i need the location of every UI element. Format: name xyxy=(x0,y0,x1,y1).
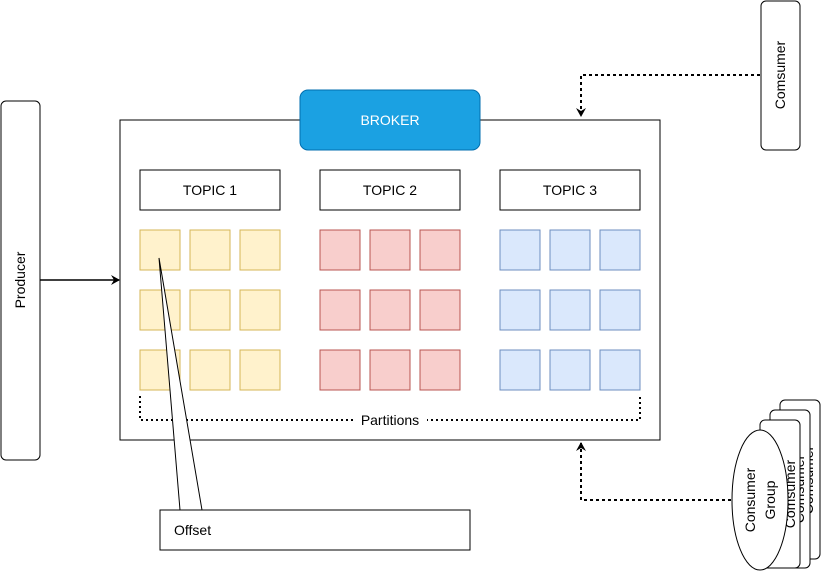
partition-topic-2-r3-c2 xyxy=(369,349,411,391)
partition-topic-3-r3-c2 xyxy=(549,349,591,391)
topic-2-label: TOPIC 2 xyxy=(363,182,417,198)
consumer-node: Comsumer xyxy=(760,0,801,151)
consumer-group-label-line2: Group xyxy=(762,480,778,519)
partition-grid xyxy=(139,229,641,391)
topic-header-1: TOPIC 1 xyxy=(139,169,281,211)
consumer-arrow xyxy=(576,74,760,117)
partition-topic-2-r3-c3 xyxy=(419,349,461,391)
partition-topic-3-r2-c1 xyxy=(499,289,541,331)
partition-topic-3-r3-c3 xyxy=(599,349,641,391)
consumer-group: Comsumer Comsumer Comsumer Consumer Grou… xyxy=(731,399,821,571)
consumer-group-arrow xyxy=(576,442,731,501)
partition-topic-2-r2-c3 xyxy=(419,289,461,331)
partition-topic-2-r2-c2 xyxy=(369,289,411,331)
partition-topic-1-r3-c2 xyxy=(189,349,231,391)
partition-topic-2-r1-c3 xyxy=(419,229,461,271)
partition-topic-3-r2-c2 xyxy=(549,289,591,331)
partition-topic-1-r3-c3 xyxy=(239,349,281,391)
broker-label: BROKER xyxy=(360,112,419,128)
broker-box xyxy=(299,89,481,151)
topic-header-3: TOPIC 3 xyxy=(499,169,641,211)
partition-topic-2-r2-c1 xyxy=(319,289,361,331)
partition-topic-1-r2-c3 xyxy=(239,289,281,331)
offset-callout: Offset xyxy=(158,257,471,551)
partition-topic-1-r1-c2 xyxy=(189,229,231,271)
partition-topic-3-r1-c2 xyxy=(549,229,591,271)
partitions-bracket xyxy=(139,396,641,421)
broker-container xyxy=(119,119,661,441)
partition-topic-3-r3-c1 xyxy=(499,349,541,391)
topic-header-2: TOPIC 2 xyxy=(319,169,461,211)
partitions-label: Partitions xyxy=(361,412,419,428)
consumer-label: Comsumer xyxy=(772,40,788,109)
producer-node: Producer xyxy=(0,100,41,461)
partition-topic-2-r3-c1 xyxy=(319,349,361,391)
topic-3-label: TOPIC 3 xyxy=(543,182,597,198)
partition-topic-1-r2-c2 xyxy=(189,289,231,331)
topic-1-label: TOPIC 1 xyxy=(183,182,237,198)
partition-topic-3-r1-c3 xyxy=(599,229,641,271)
partition-topic-2-r1-c2 xyxy=(369,229,411,271)
partition-topic-2-r1-c1 xyxy=(319,229,361,271)
offset-label: Offset xyxy=(174,522,211,538)
producer-label: Producer xyxy=(12,251,28,308)
partition-topic-1-r2-c1 xyxy=(139,289,181,331)
broker-header: BROKER xyxy=(299,89,481,151)
partition-topic-3-r1-c1 xyxy=(499,229,541,271)
partition-topic-3-r2-c3 xyxy=(599,289,641,331)
consumer-group-ellipse xyxy=(731,429,789,571)
partition-topic-1-r1-c3 xyxy=(239,229,281,271)
consumer-group-label-line1: Consumer xyxy=(742,467,758,532)
